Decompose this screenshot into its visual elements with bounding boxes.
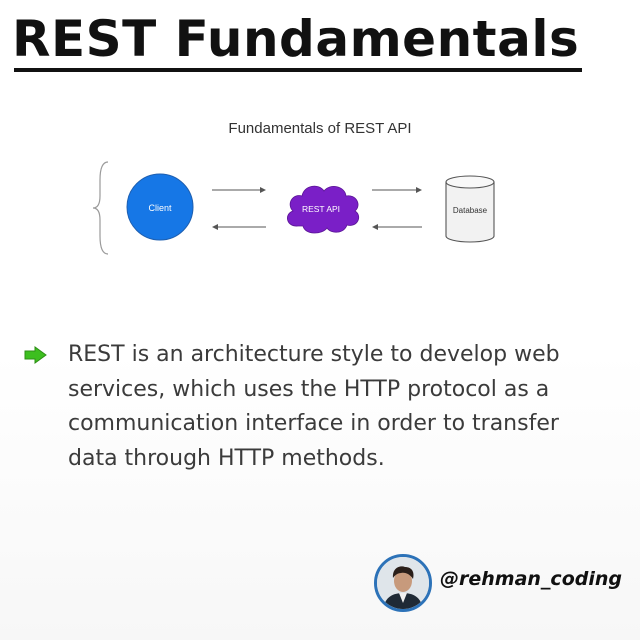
client-api-arrows xyxy=(212,187,266,230)
rest-api-label: REST API xyxy=(302,204,340,214)
client-node: Client xyxy=(126,173,194,241)
bullet-text: REST is an architecture style to develop… xyxy=(68,342,560,471)
database-label: Database xyxy=(453,206,488,215)
slide-title: REST Fundamentals xyxy=(12,10,580,68)
api-database-arrows xyxy=(372,187,422,230)
rest-api-node: REST API xyxy=(287,185,360,234)
client-bracket xyxy=(92,161,109,255)
title-underline xyxy=(14,68,582,72)
diagram-title: Fundamentals of REST API xyxy=(228,120,412,137)
client-label: Client xyxy=(148,203,172,213)
author-handle: @rehman_coding xyxy=(440,568,622,590)
right-arrow-icon xyxy=(24,346,47,364)
profile-avatar xyxy=(374,554,432,612)
rest-api-diagram: Client REST API Database xyxy=(92,161,495,255)
avatar-portrait xyxy=(377,557,429,609)
database-node: Database xyxy=(445,175,495,243)
